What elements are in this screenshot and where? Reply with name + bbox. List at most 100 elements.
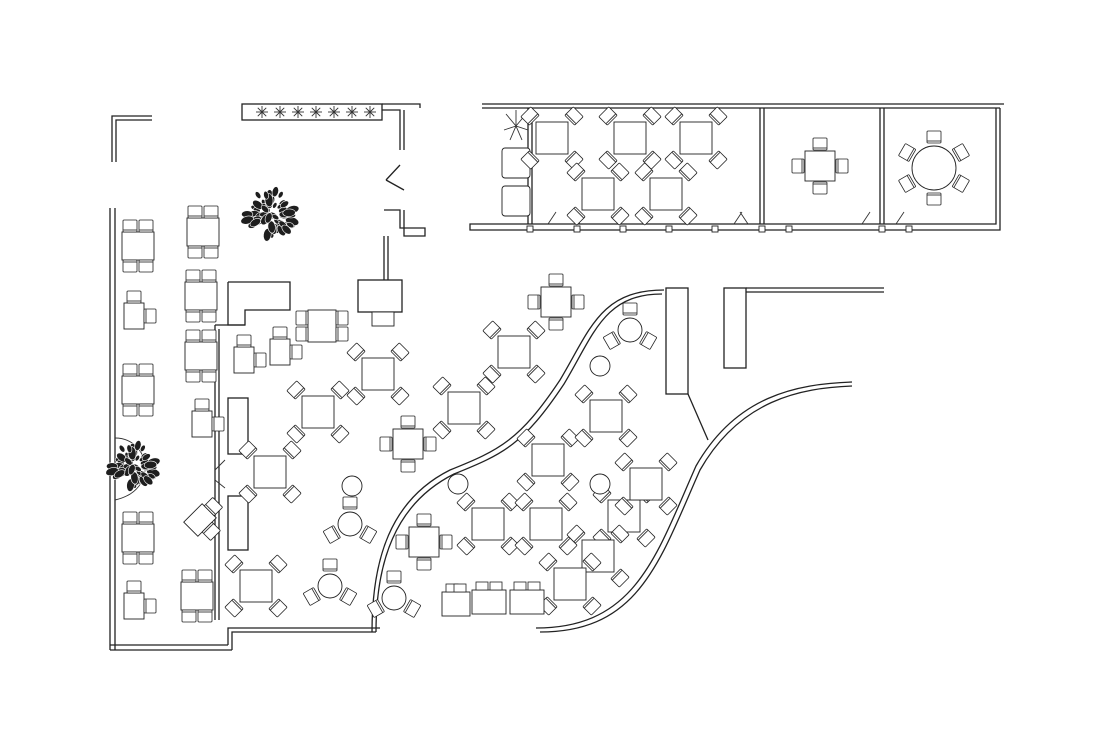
- banquette-partition-1: [227, 397, 249, 455]
- chair: [564, 106, 584, 126]
- chair: [253, 352, 267, 368]
- chair: [516, 472, 536, 492]
- table-square: [395, 513, 453, 571]
- chair: [574, 384, 594, 404]
- chair: [432, 420, 452, 440]
- west-wall: [109, 208, 116, 650]
- chair: [126, 290, 142, 304]
- chair: [614, 452, 634, 472]
- chair: [143, 308, 157, 324]
- chair: [339, 587, 357, 606]
- chair: [330, 424, 350, 444]
- table-round-small: [589, 473, 611, 495]
- chair: [598, 150, 618, 170]
- chair: [548, 317, 564, 331]
- table-two-top-small: [123, 580, 157, 620]
- chair: [185, 329, 201, 343]
- chair: [268, 598, 288, 618]
- chair: [664, 150, 684, 170]
- chair: [143, 598, 157, 614]
- table-four-top: [634, 162, 698, 226]
- chair: [538, 552, 558, 572]
- chair: [926, 192, 942, 206]
- vestibule-wall-lower: [384, 209, 426, 237]
- table-round: [367, 570, 421, 618]
- chair: [636, 528, 656, 548]
- chair: [500, 536, 520, 556]
- table-two-top: [184, 329, 218, 383]
- east-terrace-wall: [746, 287, 884, 293]
- chair: [618, 428, 638, 448]
- chair: [603, 331, 621, 350]
- chair: [835, 158, 849, 174]
- chair: [520, 106, 540, 126]
- building-walls: [109, 103, 1004, 651]
- chair: [482, 364, 502, 384]
- north-facade: [382, 103, 1004, 109]
- chair: [236, 334, 252, 348]
- chair: [138, 219, 154, 233]
- chair: [618, 384, 638, 404]
- north-planter: [241, 103, 383, 121]
- interior-door: [214, 459, 226, 489]
- chair: [566, 206, 586, 226]
- chair: [286, 380, 306, 400]
- table-four-top: [538, 552, 602, 616]
- chair: [342, 496, 358, 510]
- east-column-2: [723, 287, 747, 369]
- table-round: [303, 558, 357, 606]
- chair: [122, 219, 138, 233]
- chair: [403, 599, 421, 618]
- chair: [194, 398, 210, 412]
- chair: [295, 310, 309, 326]
- inner-step-wall: [227, 627, 380, 650]
- table-square: [527, 273, 585, 331]
- chair: [571, 294, 585, 310]
- chair: [598, 106, 618, 126]
- chair: [335, 310, 349, 326]
- chair: [323, 525, 341, 544]
- table-four-top: [432, 376, 496, 440]
- chair: [527, 294, 541, 310]
- chair: [560, 428, 580, 448]
- table-round: [323, 496, 377, 544]
- chair: [456, 492, 476, 512]
- chair: [439, 534, 453, 550]
- table-two-top: [180, 569, 214, 623]
- table-four-top: [224, 554, 288, 618]
- corridor-wall: [383, 236, 389, 280]
- chair: [138, 403, 154, 417]
- private-room-partition-2: [759, 108, 765, 224]
- chair: [526, 364, 546, 384]
- chair: [582, 552, 602, 572]
- planter-shrub-icon: [310, 106, 322, 118]
- table-four-top: [238, 440, 302, 504]
- chair: [322, 558, 338, 572]
- chair: [272, 326, 288, 340]
- table-four-top: [520, 106, 584, 170]
- vestibule-wall: [382, 109, 405, 150]
- planter-shrub-icon: [274, 106, 286, 118]
- chair: [642, 150, 662, 170]
- chair: [952, 143, 970, 162]
- chair: [335, 326, 349, 342]
- table-round: [603, 302, 657, 350]
- planter-shrub-icon: [256, 106, 268, 118]
- chair: [400, 459, 416, 473]
- chair: [400, 415, 416, 429]
- chair: [574, 428, 594, 448]
- chair: [520, 150, 540, 170]
- plant-icon: [105, 440, 161, 492]
- chair: [346, 342, 366, 362]
- chair: [379, 436, 393, 452]
- table-two-top: [186, 205, 220, 259]
- table-two-top-small: [233, 334, 267, 374]
- chair: [224, 554, 244, 574]
- chair: [566, 162, 586, 182]
- diagonal-wall: [687, 393, 709, 441]
- table-four-top: [346, 342, 410, 406]
- banquette-table: [471, 581, 507, 615]
- table-four-top: [514, 492, 578, 556]
- chair: [432, 376, 452, 396]
- east-column-1: [665, 287, 689, 395]
